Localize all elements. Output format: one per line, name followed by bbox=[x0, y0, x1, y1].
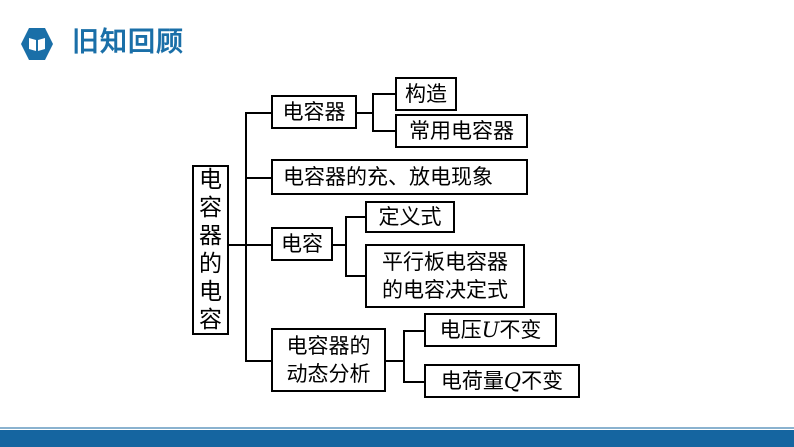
node-capacitance: 电容 bbox=[271, 227, 333, 261]
voltage-prefix: 电压 bbox=[439, 318, 482, 342]
charge-symbol: Q bbox=[503, 369, 522, 393]
node-parallel-line2: 的电容决定式 bbox=[382, 278, 508, 302]
footer-stripe bbox=[0, 427, 794, 429]
root-char: 电 bbox=[199, 279, 222, 305]
charge-suffix: 不变 bbox=[521, 369, 564, 393]
root-char: 容 bbox=[199, 195, 222, 221]
footer-bar bbox=[0, 430, 794, 447]
node-charge-discharge: 电容器的充、放电现象 bbox=[271, 159, 528, 195]
root-char: 容 bbox=[199, 307, 222, 333]
root-char: 器 bbox=[199, 223, 222, 249]
root-char: 的 bbox=[199, 251, 222, 277]
root-char: 电 bbox=[199, 167, 222, 193]
node-dynamic-line2: 动态分析 bbox=[286, 362, 371, 386]
voltage-symbol: U bbox=[481, 318, 500, 342]
node-dynamic-analysis: 电容器的 动态分析 bbox=[271, 328, 386, 392]
root-node: 电 容 器 的 电 容 bbox=[192, 165, 229, 335]
node-common-capacitors: 常用电容器 bbox=[395, 114, 528, 148]
voltage-suffix: 不变 bbox=[499, 318, 542, 342]
node-capacitor: 电容器 bbox=[271, 95, 357, 129]
node-parallel-plate: 平行板电容器 的电容决定式 bbox=[365, 244, 525, 308]
node-definition: 定义式 bbox=[365, 201, 455, 233]
page-title: 旧知回顾 bbox=[72, 27, 184, 58]
node-dynamic-line1: 电容器的 bbox=[286, 334, 371, 358]
node-parallel-line1: 平行板电容器 bbox=[382, 250, 508, 274]
node-structure: 构造 bbox=[395, 77, 457, 111]
charge-prefix: 电荷量 bbox=[440, 369, 504, 393]
book-icon bbox=[21, 28, 53, 60]
